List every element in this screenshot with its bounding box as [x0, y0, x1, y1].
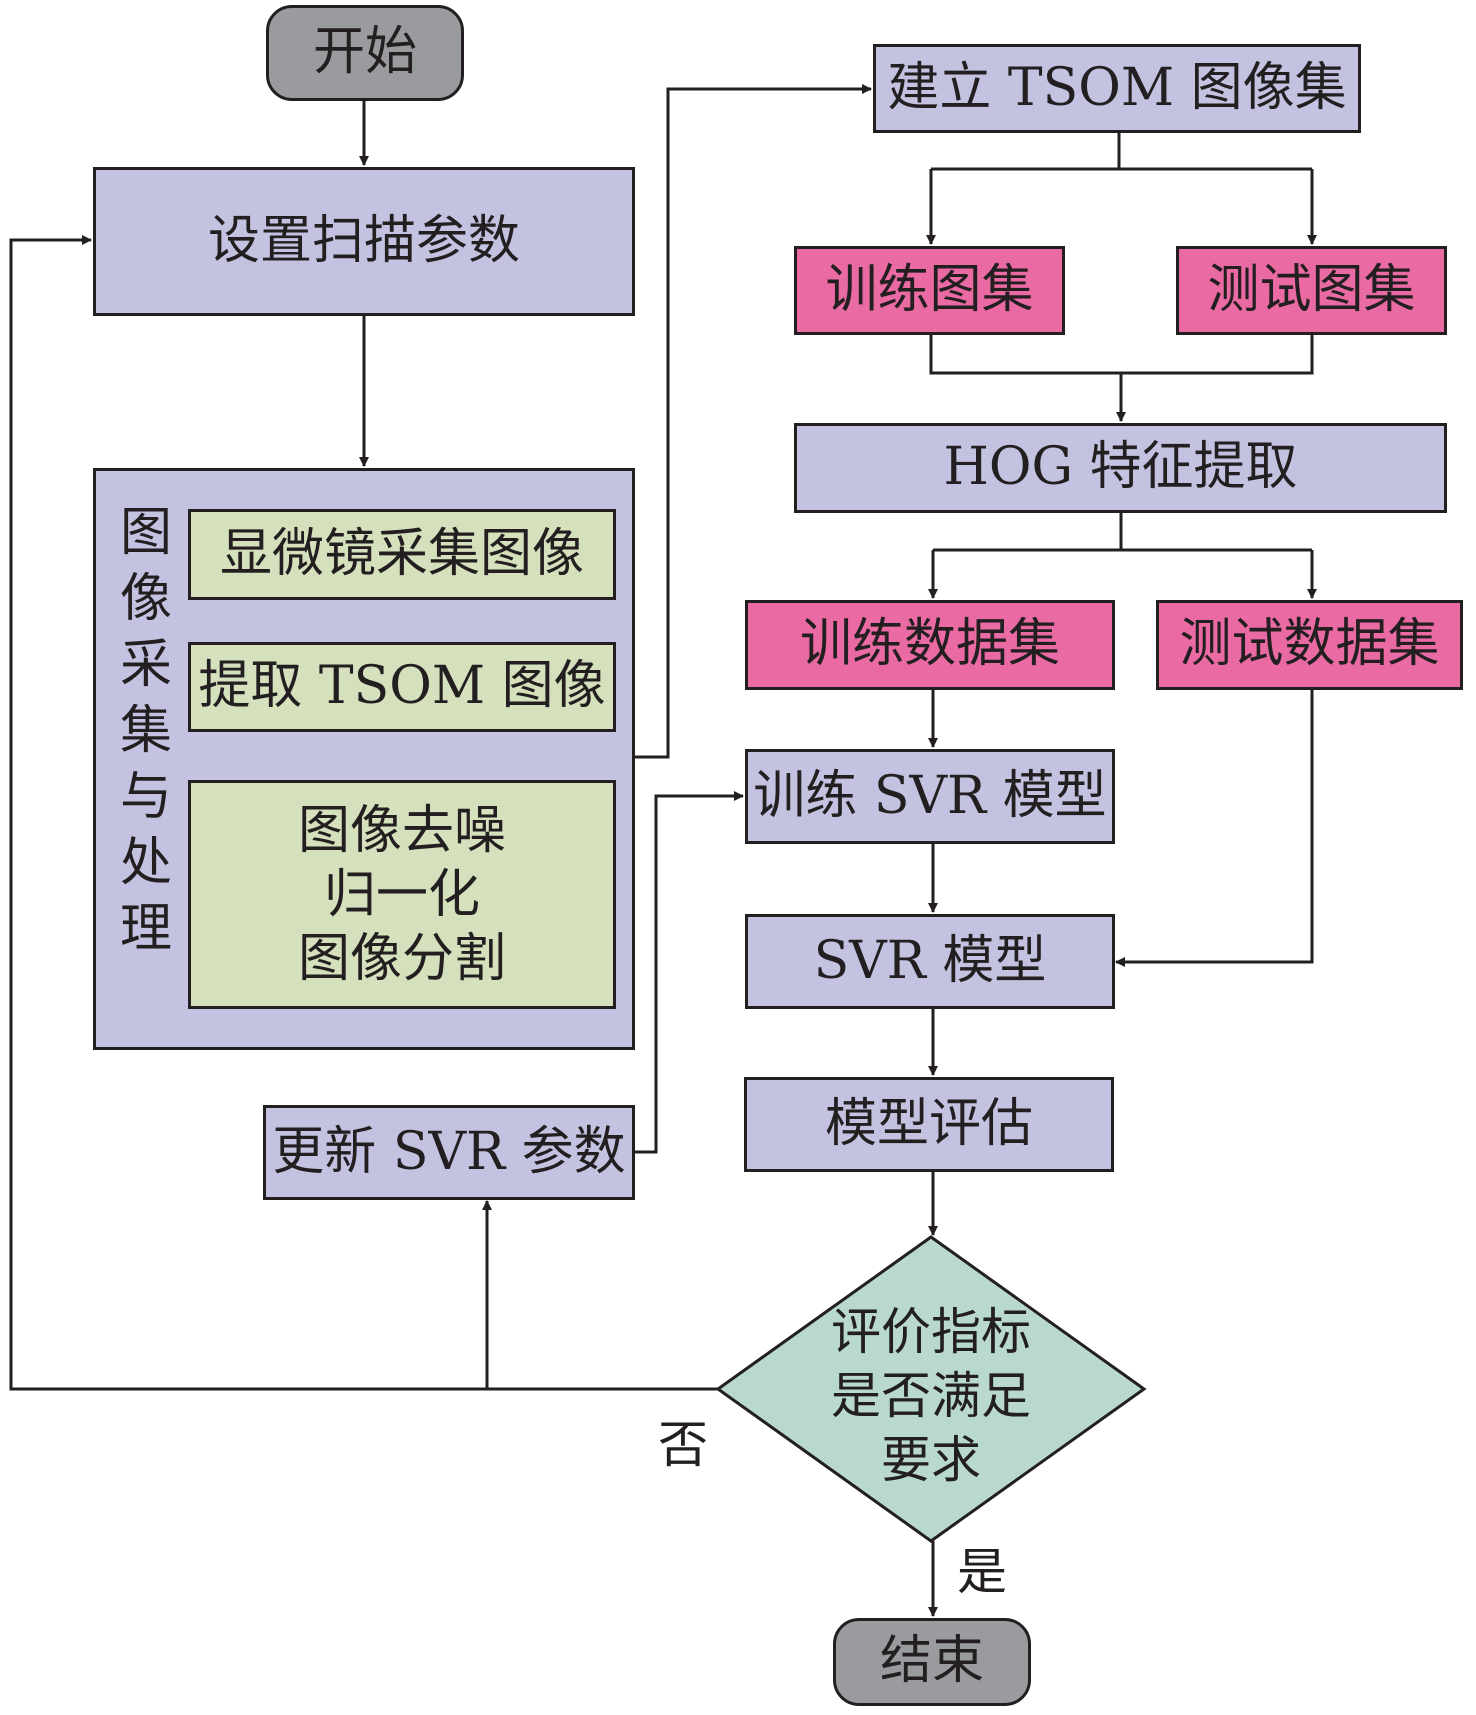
decision-label: 评价指标 是否满足 要求	[831, 1303, 1031, 1489]
svr-model-node: SVR 模型	[745, 914, 1115, 1009]
model-eval-node: 模型评估	[744, 1077, 1114, 1172]
edge-group-build	[634, 84, 872, 759]
microscope-capture-node: 显微镜采集图像	[188, 509, 616, 600]
acquisition-group-label: 图像采集与处理	[119, 503, 172, 959]
train-svr-node: 训练 SVR 模型	[745, 749, 1115, 844]
train-image-set-node: 训练图集	[794, 246, 1065, 335]
no-label: 否	[658, 1416, 708, 1474]
test-dataset-node: 测试数据集	[1156, 600, 1463, 690]
start-node: 开始	[266, 5, 464, 101]
update-svr-params-node: 更新 SVR 参数	[263, 1105, 635, 1200]
set-scan-params-node: 设置扫描参数	[93, 167, 635, 316]
edge-images-join	[929, 334, 1314, 375]
decision-diamond	[715, 1235, 1147, 1543]
train-dataset-node: 训练数据集	[745, 600, 1115, 690]
edge-build-branch	[931, 132, 1312, 171]
hog-extract-node: HOG 特征提取	[794, 423, 1447, 513]
preprocess-node: 图像去噪 归一化 图像分割	[188, 780, 616, 1009]
edge-hog-branch	[933, 512, 1312, 552]
extract-tsom-node: 提取 TSOM 图像	[188, 642, 616, 732]
test-image-set-node: 测试图集	[1176, 246, 1447, 335]
yes-label: 是	[957, 1543, 1007, 1601]
edge-testdata-model	[1115, 689, 1314, 967]
end-node: 结束	[833, 1618, 1031, 1706]
build-tsom-set-node: 建立 TSOM 图像集	[873, 44, 1361, 133]
edge-update-trainsvr	[634, 791, 744, 1154]
edge-decision-no	[9, 235, 718, 1391]
